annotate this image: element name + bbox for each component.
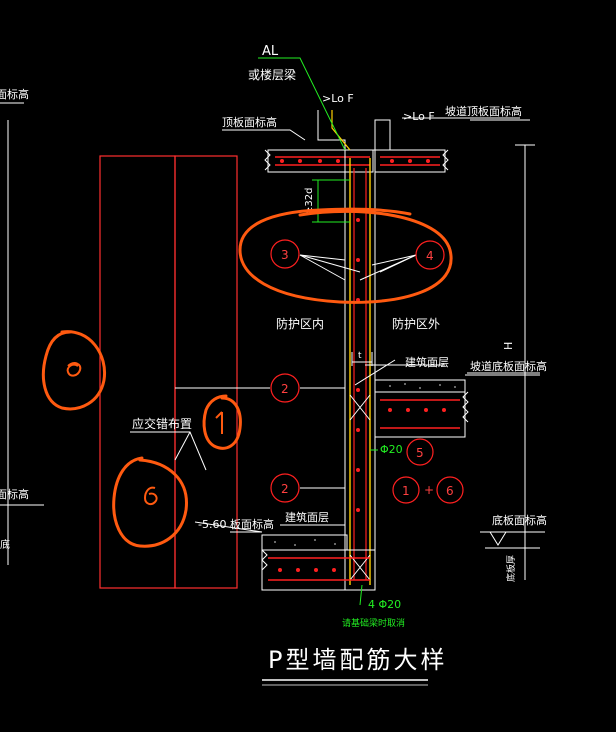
marker-4: 4 [426,249,434,263]
sketch-circle-lower [112,456,188,548]
marker-3-circle [270,239,300,269]
left-tiny-label: 底 [0,538,10,551]
dim-32d [312,179,350,223]
marker-3: 3 [281,248,289,262]
marker-2a-circle [270,373,300,403]
middle-slab [374,374,540,438]
dimension-t: t [358,351,362,361]
dimension-slab-thickness: 底板厚 [505,555,517,582]
sketch-annotations [41,207,453,548]
marker-5: 5 [416,446,424,460]
passage-bottom-label: 坡道底板面标高 [470,359,547,373]
marker-2a: 2 [281,382,289,396]
main-wall [344,149,376,591]
rebar-20-label: Φ20 [380,443,403,456]
leaders [130,117,540,533]
al-note-label: 或楼层梁 [248,67,296,82]
inside-zone-label: 防护区内 [276,316,324,331]
sketch-digits [66,362,223,506]
right-dimension-labels: H 底板厚 [502,342,517,582]
bottom-slab-label: 底板面标高 [492,513,547,527]
finish-floor-upper-label: 建筑面层 [405,355,449,369]
al-beam [317,110,391,151]
lof-left-label: >Lo F [322,92,354,105]
outside-zone-label: 防护区外 [392,316,440,331]
sketch-circle-small [202,394,242,450]
marker-1-circle [392,476,420,504]
right-dimension [470,119,545,580]
left-edge-annotations: 面标高 面标高 底 [0,87,44,565]
left-bottom-label: 面标高 [0,487,29,501]
slab-elevation-label: -5.60 板面标高 [198,517,274,531]
t-dimension [351,352,373,366]
marker-plus: + [424,483,434,497]
marker-2b-circle [270,473,300,503]
left-top-label: 面标高 [0,87,29,101]
text-labels: AL 或楼层梁 >Lo F >Lo F 顶板面标高 坡道顶板面标高 防护区内 防… [132,44,547,629]
wall-elevation [99,155,238,589]
marker-6-circle [436,476,464,504]
bottom-note-label: 请基础梁时取消 [342,617,405,629]
top-slab-label: 顶板面标高 [222,115,277,129]
passage-top-label: 坡道顶板面标高 [445,104,522,118]
rebar-marker-labels: 3 4 2 2 5 1 + 6 [281,248,454,498]
finish-floor-lower-label: 建筑面层 [285,510,329,524]
bottom-rebar-label: 4 Φ20 [368,598,401,611]
top-slab [264,149,449,173]
al-label: AL [262,44,279,59]
green-leaders [258,57,378,606]
sketch-ellipse-main [238,207,453,304]
sketch-circle-left [41,330,107,411]
bottom-slab [230,531,376,591]
page-title: P型墙配筋大样 [268,646,447,674]
wall-rebar-dots [356,218,360,512]
rebar-markers [270,239,464,504]
dim-32d-label: ≥32d [304,188,315,215]
marker-5-circle [406,438,434,466]
marker-1: 1 [402,484,410,498]
stagger-note-label: 应交错布置 [132,416,192,431]
marker-4-circle [415,240,445,270]
marker-6: 6 [446,484,454,498]
dimension-h: H [502,342,515,350]
lof-right-label: >Lo F [403,110,435,123]
marker-2b: 2 [281,482,289,496]
